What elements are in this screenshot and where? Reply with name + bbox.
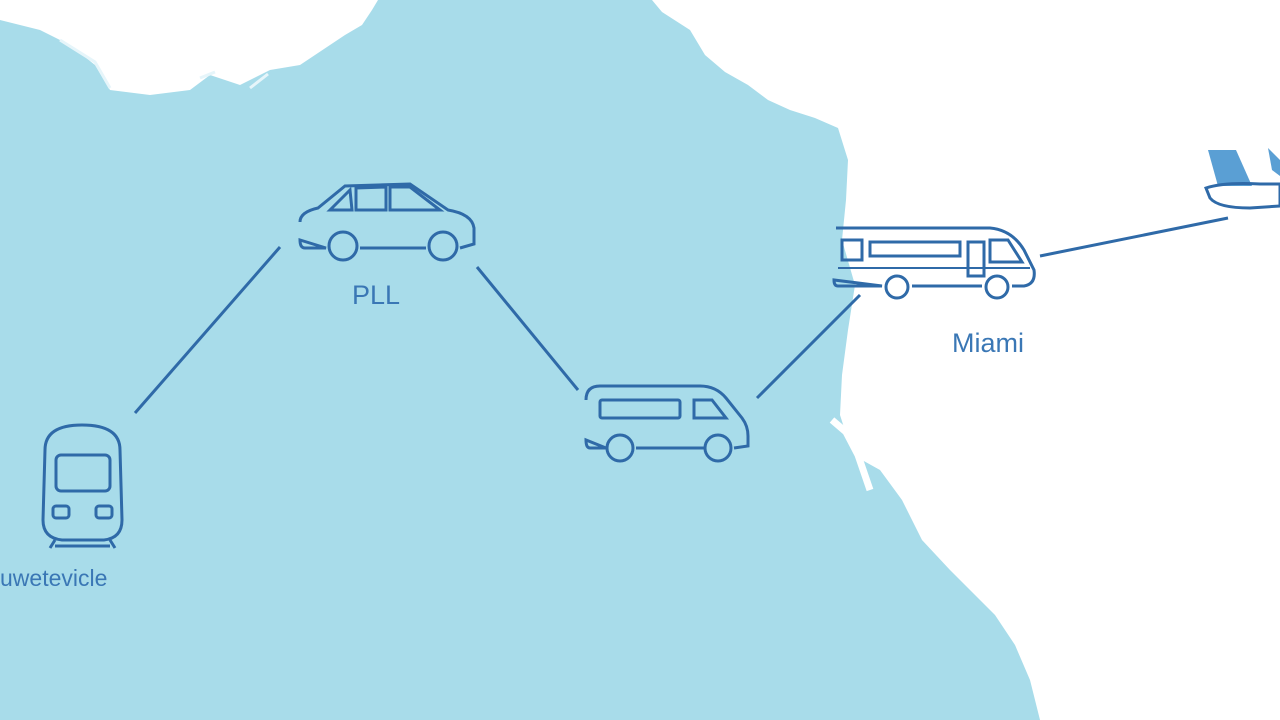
bus-icon	[832, 226, 1036, 300]
connection-lines	[133, 216, 1229, 414]
van-icon	[584, 384, 750, 463]
sea-area	[0, 0, 1040, 720]
island-strip	[829, 417, 874, 492]
connection-bus-plane	[1039, 216, 1229, 258]
connection-van-bus	[755, 293, 862, 400]
train-node-label: uwetevicle	[0, 565, 108, 591]
car-icon	[298, 182, 476, 262]
bus-node-label: Miami	[952, 328, 1024, 358]
airplane-icon	[1204, 148, 1280, 210]
train-icon	[41, 423, 124, 549]
car-node-label: PLL	[352, 280, 401, 310]
connection-train-car	[133, 246, 282, 414]
coastline-highlight	[59, 38, 269, 90]
connection-car-van	[475, 266, 580, 391]
